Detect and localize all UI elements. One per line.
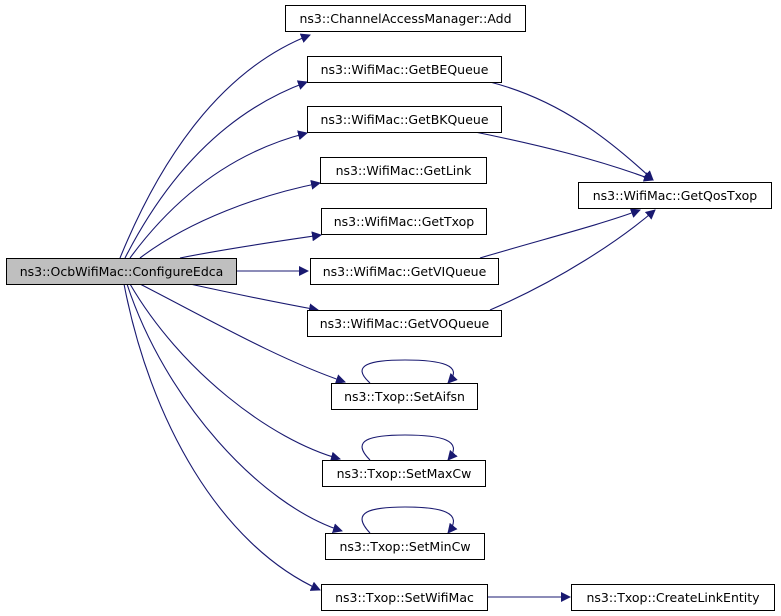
edge-to-set-aifsn xyxy=(139,283,346,384)
edge-to-channel-access-add xyxy=(119,33,311,259)
node-get-vi-queue[interactable]: ns3::WifiMac::GetVIQueue xyxy=(310,258,499,285)
edge-to-set-min-cw xyxy=(126,283,343,534)
node-get-bk-queue[interactable]: ns3::WifiMac::GetBKQueue xyxy=(307,106,502,133)
node-get-be-queue[interactable]: ns3::WifiMac::GetBEQueue xyxy=(307,56,502,83)
node-get-vo-queue[interactable]: ns3::WifiMac::GetVOQueue xyxy=(307,310,502,337)
edge-to-set-max-cw xyxy=(129,283,341,462)
edge-bk-to-qos-txop xyxy=(469,130,654,182)
edge-to-get-txop xyxy=(179,231,322,259)
node-channel-access-add[interactable]: ns3::ChannelAccessManager::Add xyxy=(285,5,526,32)
edge-set-aifsn-self xyxy=(361,359,458,384)
edge-to-get-be-queue xyxy=(124,80,308,259)
node-get-qos-txop[interactable]: ns3::WifiMac::GetQosTxop xyxy=(578,182,772,209)
edge-vi-to-qos-txop xyxy=(479,208,641,259)
edge-set-max-cw-self xyxy=(361,434,458,461)
node-create-link-entity[interactable]: ns3::Txop::CreateLinkEntity xyxy=(571,584,775,611)
node-set-wifi-mac[interactable]: ns3::Txop::SetWifiMac xyxy=(321,584,488,611)
edge-to-get-bk-queue xyxy=(129,130,308,259)
edge-to-set-wifi-mac xyxy=(123,283,321,591)
node-set-min-cw[interactable]: ns3::Txop::SetMinCw xyxy=(325,533,485,560)
node-get-link[interactable]: ns3::WifiMac::GetLink xyxy=(320,157,487,184)
node-configure-edca[interactable]: ns3::OcbWifiMac::ConfigureEdca xyxy=(6,258,237,285)
node-set-max-cw[interactable]: ns3::Txop::SetMaxCw xyxy=(322,460,486,487)
edge-to-get-link xyxy=(139,179,321,259)
edge-to-get-vo-queue xyxy=(189,283,319,314)
edge-vo-to-qos-txop xyxy=(489,209,656,311)
node-set-aifsn[interactable]: ns3::Txop::SetAifsn xyxy=(331,383,478,410)
node-get-txop[interactable]: ns3::WifiMac::GetTxop xyxy=(321,208,487,235)
edge-be-to-qos-txop xyxy=(489,81,654,181)
edge-set-min-cw-self xyxy=(361,506,458,534)
